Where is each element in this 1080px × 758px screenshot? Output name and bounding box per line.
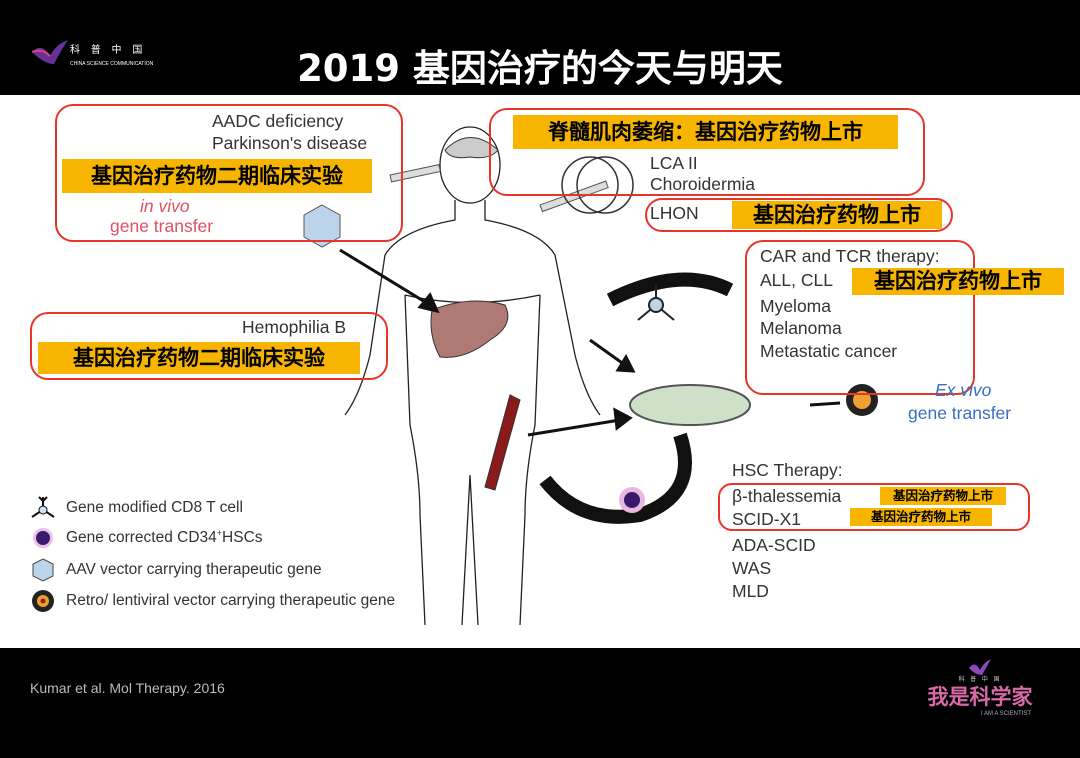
brain-icon: [444, 137, 499, 159]
hsc-highlight-box: [718, 483, 1030, 531]
legend-item-aav: AAV vector carrying therapeutic gene: [30, 557, 322, 583]
disease-all-cll: ALL, CLL: [760, 270, 833, 290]
in-vivo-gene-transfer: gene transfer: [110, 216, 214, 236]
disease-myeloma: Myeloma: [760, 296, 831, 316]
ex-vivo-gene-transfer: gene transfer: [908, 403, 1012, 423]
eye-icon: [561, 156, 634, 214]
legend-label: Retro/ lentiviral vector carrying therap…: [66, 592, 396, 609]
car-highlight-box: [745, 240, 975, 395]
legend-label: AAV vector carrying therapeutic gene: [66, 561, 322, 578]
legend-superscript: +: [216, 528, 223, 539]
hemophilia-highlight-box: [30, 312, 388, 380]
logo-subtext: CHINA SCIENCE COMMUNICATION: [70, 61, 154, 67]
lhon-annotation: 基因治疗药物上市: [732, 201, 942, 229]
logo-subtext: I AM A SCIENTIST: [980, 711, 1031, 717]
i-am-a-scientist-logo: 科 普 中 国 我是科学家 I AM A SCIENTIST: [925, 658, 1035, 738]
logo-title: 我是科学家: [927, 684, 1033, 709]
petri-dish-icon: [629, 384, 751, 426]
disease-scid-x1: SCID-X1: [732, 509, 802, 529]
disease-was: WAS: [732, 558, 772, 578]
legend-label: Gene modified CD8 T cell: [66, 499, 243, 516]
logo-text: 科 普 中 国: [70, 45, 147, 56]
disease-metastatic: Metastatic cancer: [760, 341, 898, 361]
butterfly-logo-icon: [969, 659, 991, 675]
legend-label-suffix: HSCs: [222, 529, 263, 547]
hsc-title: HSC Therapy:: [732, 460, 843, 480]
header-bar: [0, 0, 1080, 95]
car-annotation: 基因治疗药物上市: [852, 268, 1064, 295]
lentiviral-vector-icon: [32, 590, 54, 612]
china-science-logo: 科 普 中 国 CHINA SCIENCE COMMUNICATION: [30, 38, 170, 70]
aav-vector-icon: [303, 204, 341, 248]
legend-label-text: Gene corrected CD34: [66, 529, 217, 547]
bone-icon: [484, 394, 521, 491]
cycle-arrow-bottom: [539, 432, 692, 524]
hemophilia-annotation: 基因治疗药物二期临床实验: [38, 342, 360, 374]
disease-melanoma: Melanoma: [760, 318, 842, 338]
logo-small-text: 科 普 中 国: [958, 677, 1002, 683]
cycle-arrow-top: [606, 272, 734, 307]
disease-parkinsons: Parkinson's disease: [212, 133, 368, 153]
car-title: CAR and TCR therapy:: [760, 246, 940, 266]
t-cell-icon: [31, 496, 55, 518]
slide-title: 2019 基因治疗的今天与明天: [297, 47, 783, 90]
liver-icon: [430, 300, 509, 358]
in-vivo-annotation: 基因治疗药物二期临床实验: [62, 159, 372, 193]
in-vivo-label: in vivo: [140, 196, 190, 216]
butterfly-logo-icon: [31, 40, 68, 64]
ex-vivo-label: Ex vivo: [935, 380, 992, 400]
citation: Kumar et al. Mol Therapy. 2016: [30, 680, 225, 696]
disease-ada-scid: ADA-SCID: [732, 535, 816, 555]
legend-item-lentiviral: Retro/ lentiviral vector carrying therap…: [30, 588, 395, 614]
t-cell-icon: [637, 285, 675, 321]
legend-item-t-cell: Gene modified CD8 T cell: [30, 495, 243, 521]
disease-thalessemia: β-thalessemia: [732, 486, 842, 506]
legend-label: Gene corrected CD34+HSCs: [66, 528, 263, 547]
hsc-cell-icon: [33, 528, 53, 548]
sma-annotation: 脊髓肌肉萎缩：基因治疗药物上市: [513, 115, 898, 149]
disease-hemophilia: Hemophilia B: [242, 317, 347, 337]
disease-mld: MLD: [732, 581, 769, 601]
footer-bar: [0, 648, 1080, 758]
disease-aadc: AADC deficiency: [212, 111, 344, 131]
in-vivo-highlight-box: [55, 104, 403, 242]
arrows: [339, 248, 841, 437]
disease-lca: LCA II: [650, 153, 698, 173]
hsc-annotation-2: 基因治疗药物上市: [850, 508, 992, 526]
hsc-annotation-1: 基因治疗药物上市: [880, 487, 1006, 505]
sma-highlight-box: [489, 108, 925, 196]
disease-choroidermia: Choroidermia: [650, 174, 756, 194]
lhon-highlight-box: [645, 198, 953, 232]
legend-item-hsc: Gene corrected CD34+HSCs: [30, 525, 263, 551]
aav-vector-icon: [32, 558, 54, 582]
